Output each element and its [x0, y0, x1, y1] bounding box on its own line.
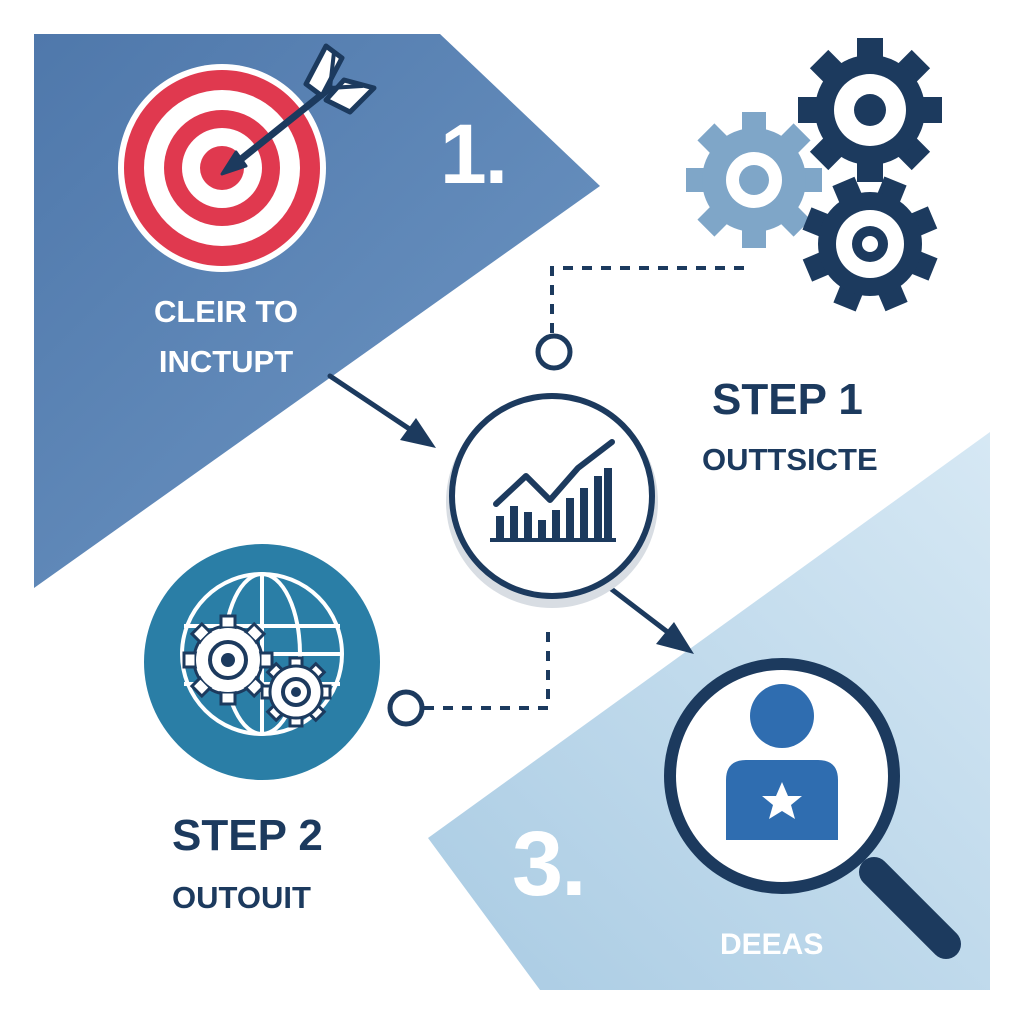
globe-gears-icon — [144, 544, 380, 780]
gears-icon — [686, 38, 942, 312]
star-icon — [762, 782, 802, 819]
connector-node-top — [535, 333, 573, 371]
flow-arrow-2 — [607, 585, 694, 654]
step-2-subtitle: OUTOUIT — [172, 880, 311, 915]
target-icon — [118, 64, 326, 272]
panel-3-label: DEEAS — [720, 928, 824, 961]
connector-node-bottom — [387, 689, 425, 727]
magnifier-user-icon — [664, 658, 961, 959]
step-number-1: 1. — [440, 107, 508, 201]
flow-arrow-1 — [327, 373, 436, 448]
dashed-connector-top — [550, 266, 744, 334]
dashed-connector-bottom — [424, 632, 550, 710]
panel-1-label-line-2: INCTUPT — [158, 344, 294, 379]
arrow-icon — [220, 43, 377, 176]
step-number-3: 3. — [512, 813, 587, 915]
chart-icon — [446, 393, 658, 608]
step-1-title: STEP 1 — [712, 375, 863, 424]
panel-1-label-line-1: CLEIR TO — [153, 294, 299, 329]
step-2-title: STEP 2 — [172, 811, 323, 860]
step-1-subtitle: OUTTSICTE — [702, 442, 878, 477]
